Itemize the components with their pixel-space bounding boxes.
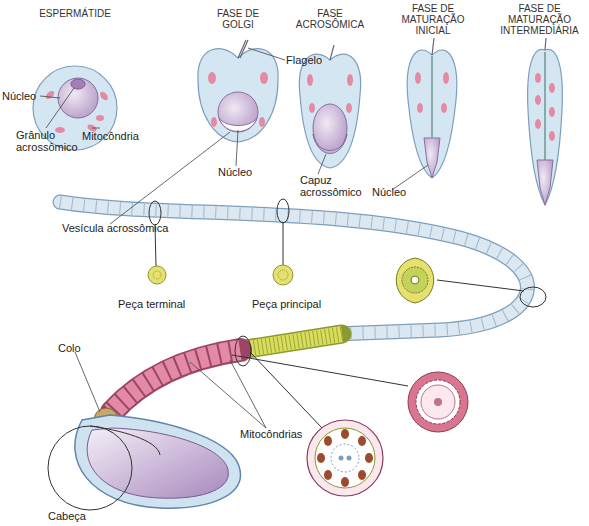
stage-heading: FASE ACROSÔMICA — [290, 8, 370, 30]
stage-heading: FASE DE MATURAÇÃO INICIAL — [395, 3, 471, 36]
stage-heading: FASE DE MATURAÇÃO INTERMEDIÁRIA — [490, 3, 589, 36]
part-label: Mitocôndrias — [240, 428, 330, 440]
part-label: Mitocôndria — [82, 130, 162, 142]
section-markers — [48, 199, 546, 510]
stage-heading: ESPERMÁTIDE — [35, 8, 115, 19]
part-label: Grânulo acrossômico — [16, 129, 88, 153]
part-label: Peça principal — [252, 298, 342, 310]
part-label: Flagelo — [286, 54, 346, 66]
golgi-phase-cell — [198, 40, 278, 142]
cross-sections — [148, 258, 468, 496]
early-maturation-cell — [407, 38, 457, 178]
part-label: Vesícula acrossômica — [62, 222, 202, 234]
part-label: Cabeça — [48, 510, 108, 522]
part-label: Colo — [58, 342, 98, 354]
sperm-head — [75, 408, 241, 508]
intermediate-maturation-cell — [528, 38, 563, 205]
part-label: Núcleo — [372, 186, 422, 198]
leader-lines — [40, 48, 428, 428]
part-label: Capuz acrossômico — [300, 174, 370, 198]
stage-heading: FASE DE GOLGI — [203, 8, 273, 30]
part-label: Núcleo — [218, 166, 268, 178]
part-label: Peça terminal — [118, 298, 208, 310]
part-label: Núcleo — [2, 90, 44, 102]
